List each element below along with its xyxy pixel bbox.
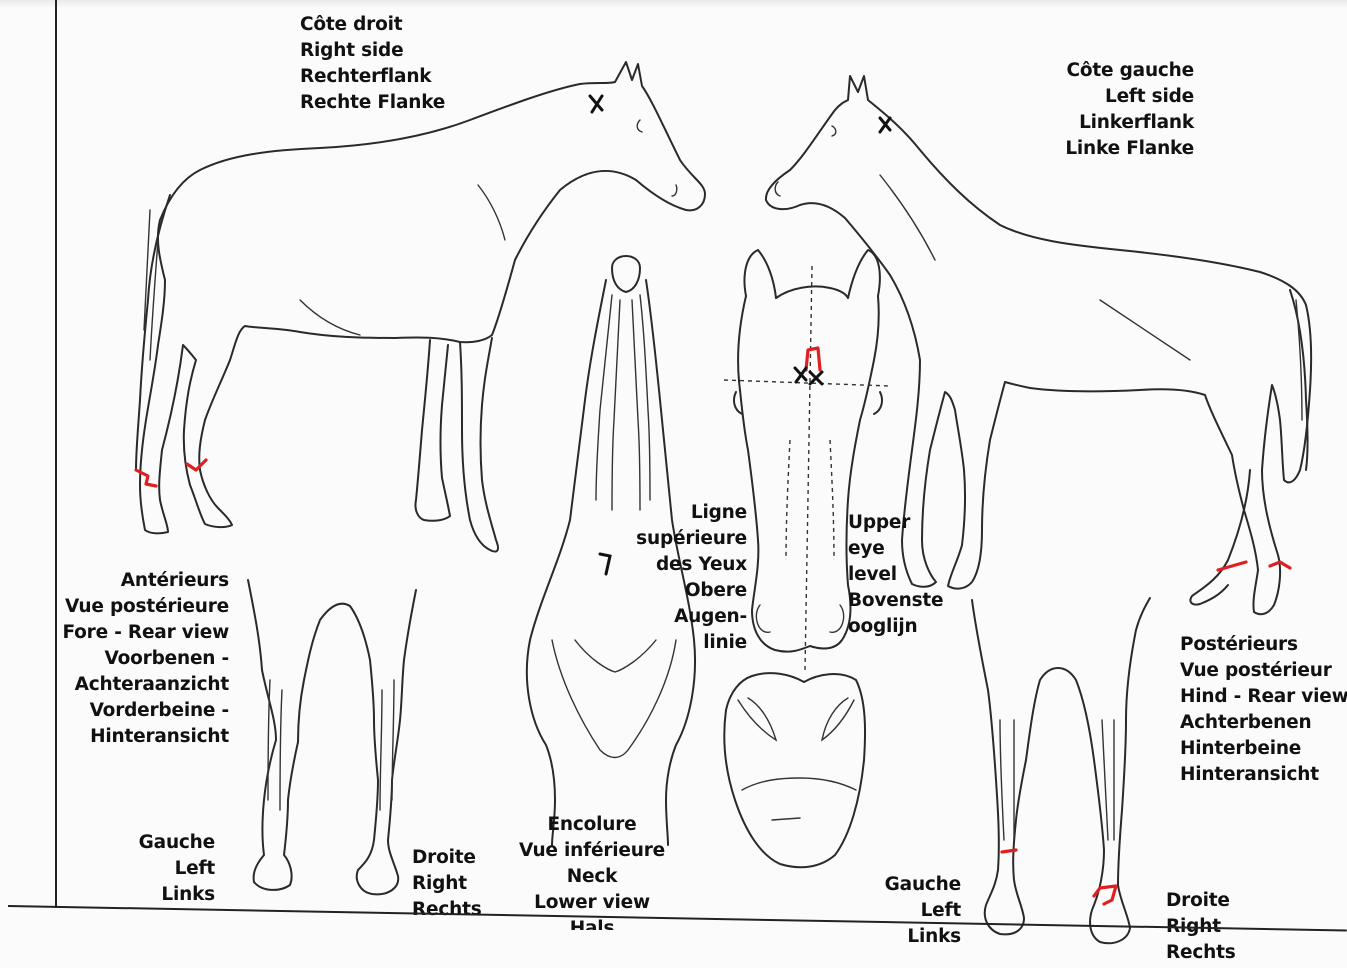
label-neck-line: Lower view [512,890,672,916]
hind-legs-rear-view [972,598,1150,943]
label-left-side-en: Left side [1065,84,1194,110]
label-fore-line: Vue postérieure [62,594,229,620]
label-hind-line: Hinterbeine [1180,736,1347,762]
label-fore-right-line: Droite [412,845,482,871]
label-neck-line: Neck [512,864,672,890]
label-fore-line: Fore - Rear view [62,620,229,646]
label-left-side: Côte gauche Left side Linkerflank Linke … [1065,58,1194,162]
label-right-side-en: Right side [300,38,445,64]
label-eye-line: Ligne [636,500,747,526]
label-hind-right-line: Droite [1166,888,1236,914]
label-hind-left: Gauche Left Links [885,872,961,950]
label-fore-right-line: Right [412,871,482,897]
label-eye-line: ooglijn [848,614,943,640]
label-left-side-de: Linke Flanke [1065,136,1194,162]
label-right-side-nl: Rechterflank [300,64,445,90]
label-fore-line: Voorbenen - [62,646,229,672]
label-fore-left-line: Left [139,856,215,882]
label-fore-line: Antérieurs [62,568,229,594]
label-neck-line: Vue inférieure [512,838,672,864]
label-fore-line: Hinteransicht [62,724,229,750]
label-fore-right: Droite Right Rechts [412,845,482,923]
label-hind-left-line: Links [885,924,961,950]
label-fore-left-line: Gauche [139,830,215,856]
label-hind-line: Achterbenen [1180,710,1347,736]
label-hind-line: Vue postérieur [1180,658,1347,684]
label-hind-line: Hind - Rear view [1180,684,1347,710]
label-eye-line: eye [848,536,943,562]
label-neck-lower-view: Encolure Vue inférieure Neck Lower view … [512,812,672,930]
label-hind-left-line: Left [885,898,961,924]
label-eye-line: linie [636,630,747,656]
label-eye-line: supérieure [636,526,747,552]
label-fore-line: Vorderbeine - [62,698,229,724]
label-right-side: Côte droit Right side Rechterflank Recht… [300,12,445,116]
label-hind-line: Postérieurs [1180,632,1347,658]
label-eye-line: level [848,562,943,588]
label-hind-right-line: Rechts [1166,940,1236,966]
label-right-side-fr: Côte droit [300,12,445,38]
label-hind-line: Hinteransicht [1180,762,1347,788]
fore-legs-rear-view [248,580,416,894]
label-eye-line: Bovenste [848,588,943,614]
label-fore-left: Gauche Left Links [139,830,215,908]
label-eye-line: Obere [636,578,747,604]
label-fore-right-line: Rechts [412,897,482,923]
label-eye-line: des Yeux [636,552,747,578]
label-eye-line: Augen- [636,604,747,630]
label-fore-line: Achteraanzicht [62,672,229,698]
label-left-side-fr: Côte gauche [1065,58,1194,84]
label-left-side-nl: Linkerflank [1065,110,1194,136]
label-right-side-de: Rechte Flanke [300,90,445,116]
label-fore-legs: Antérieurs Vue postérieure Fore - Rear v… [62,568,229,750]
label-hind-legs: Postérieurs Vue postérieur Hind - Rear v… [1180,632,1347,788]
label-upper-eye-level-fr: Ligne supérieure des Yeux Obere Augen- l… [636,500,747,656]
label-fore-left-line: Links [139,882,215,908]
label-upper-eye-level-en: Upper eye level Bovenste ooglijn [848,510,943,640]
label-eye-line: Upper [848,510,943,536]
label-neck-line: Encolure [512,812,672,838]
muzzle-view [724,673,865,867]
label-hind-left-line: Gauche [885,872,961,898]
